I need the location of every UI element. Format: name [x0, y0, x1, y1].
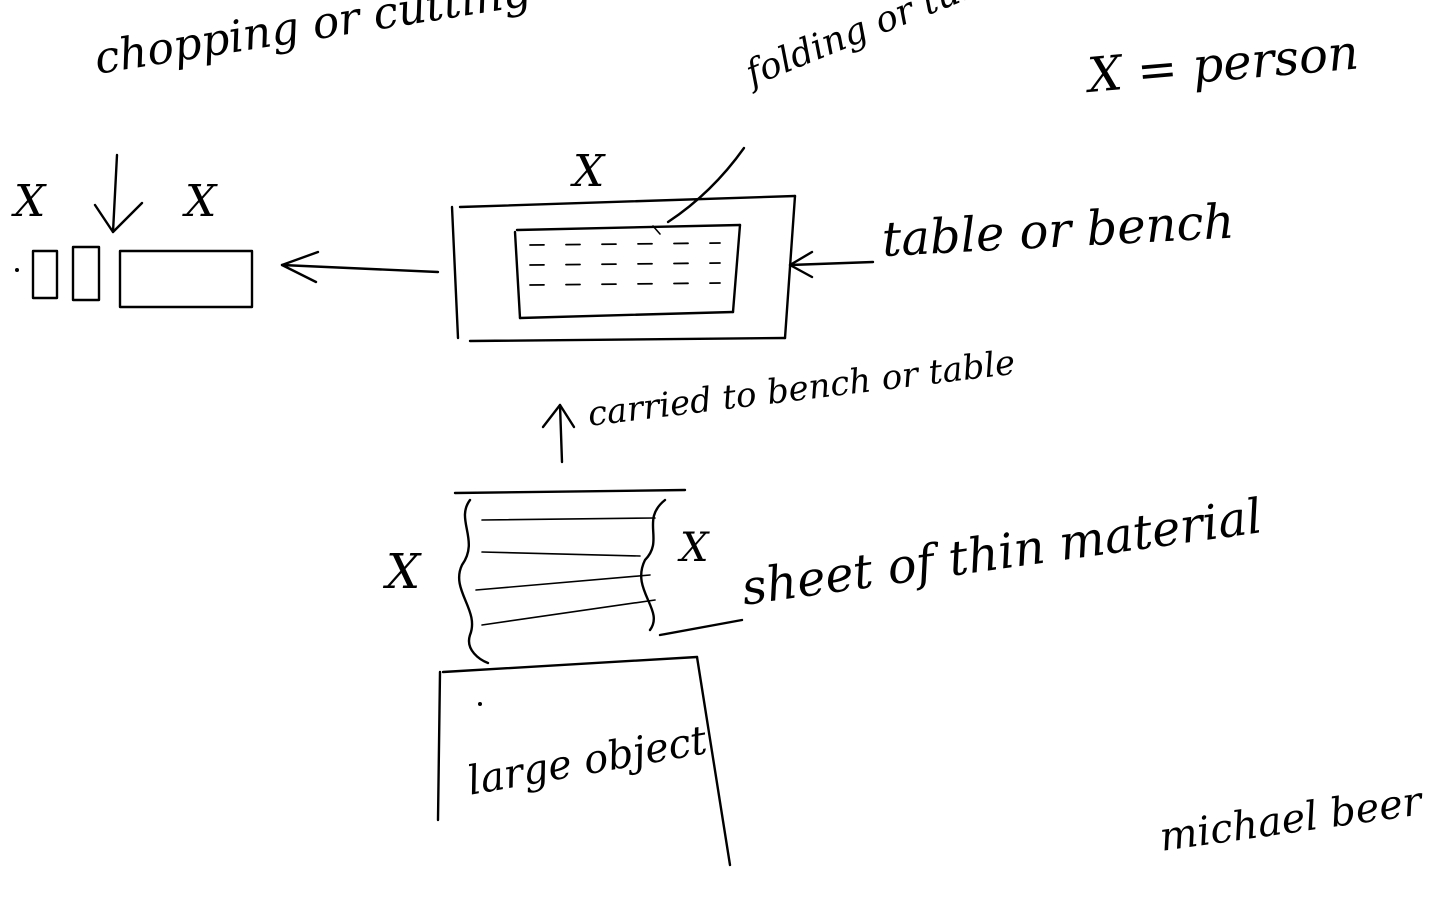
folded-sheet	[513, 223, 742, 320]
sheet-pointer	[658, 618, 744, 637]
mark-dot	[15, 268, 19, 272]
person-mark-1: X	[14, 176, 46, 227]
person-mark-2: X	[185, 176, 217, 227]
large-object-box	[436, 655, 732, 867]
cut-piece-1	[31, 249, 59, 300]
thin-sheet	[453, 488, 687, 665]
cut-pieces	[15, 245, 254, 309]
folding-leader	[666, 146, 746, 224]
table-bench	[450, 194, 797, 343]
chop-arrow	[93, 153, 144, 234]
carry-arrow	[541, 403, 576, 464]
uncut-piece	[118, 249, 254, 309]
person-mark-5: X	[680, 525, 709, 571]
to-chopping-arrow	[280, 250, 440, 284]
table-pointer-arrow	[788, 250, 875, 279]
person-mark-3: X	[573, 146, 605, 197]
cut-piece-2	[71, 245, 101, 302]
person-mark-4: X	[386, 544, 421, 600]
